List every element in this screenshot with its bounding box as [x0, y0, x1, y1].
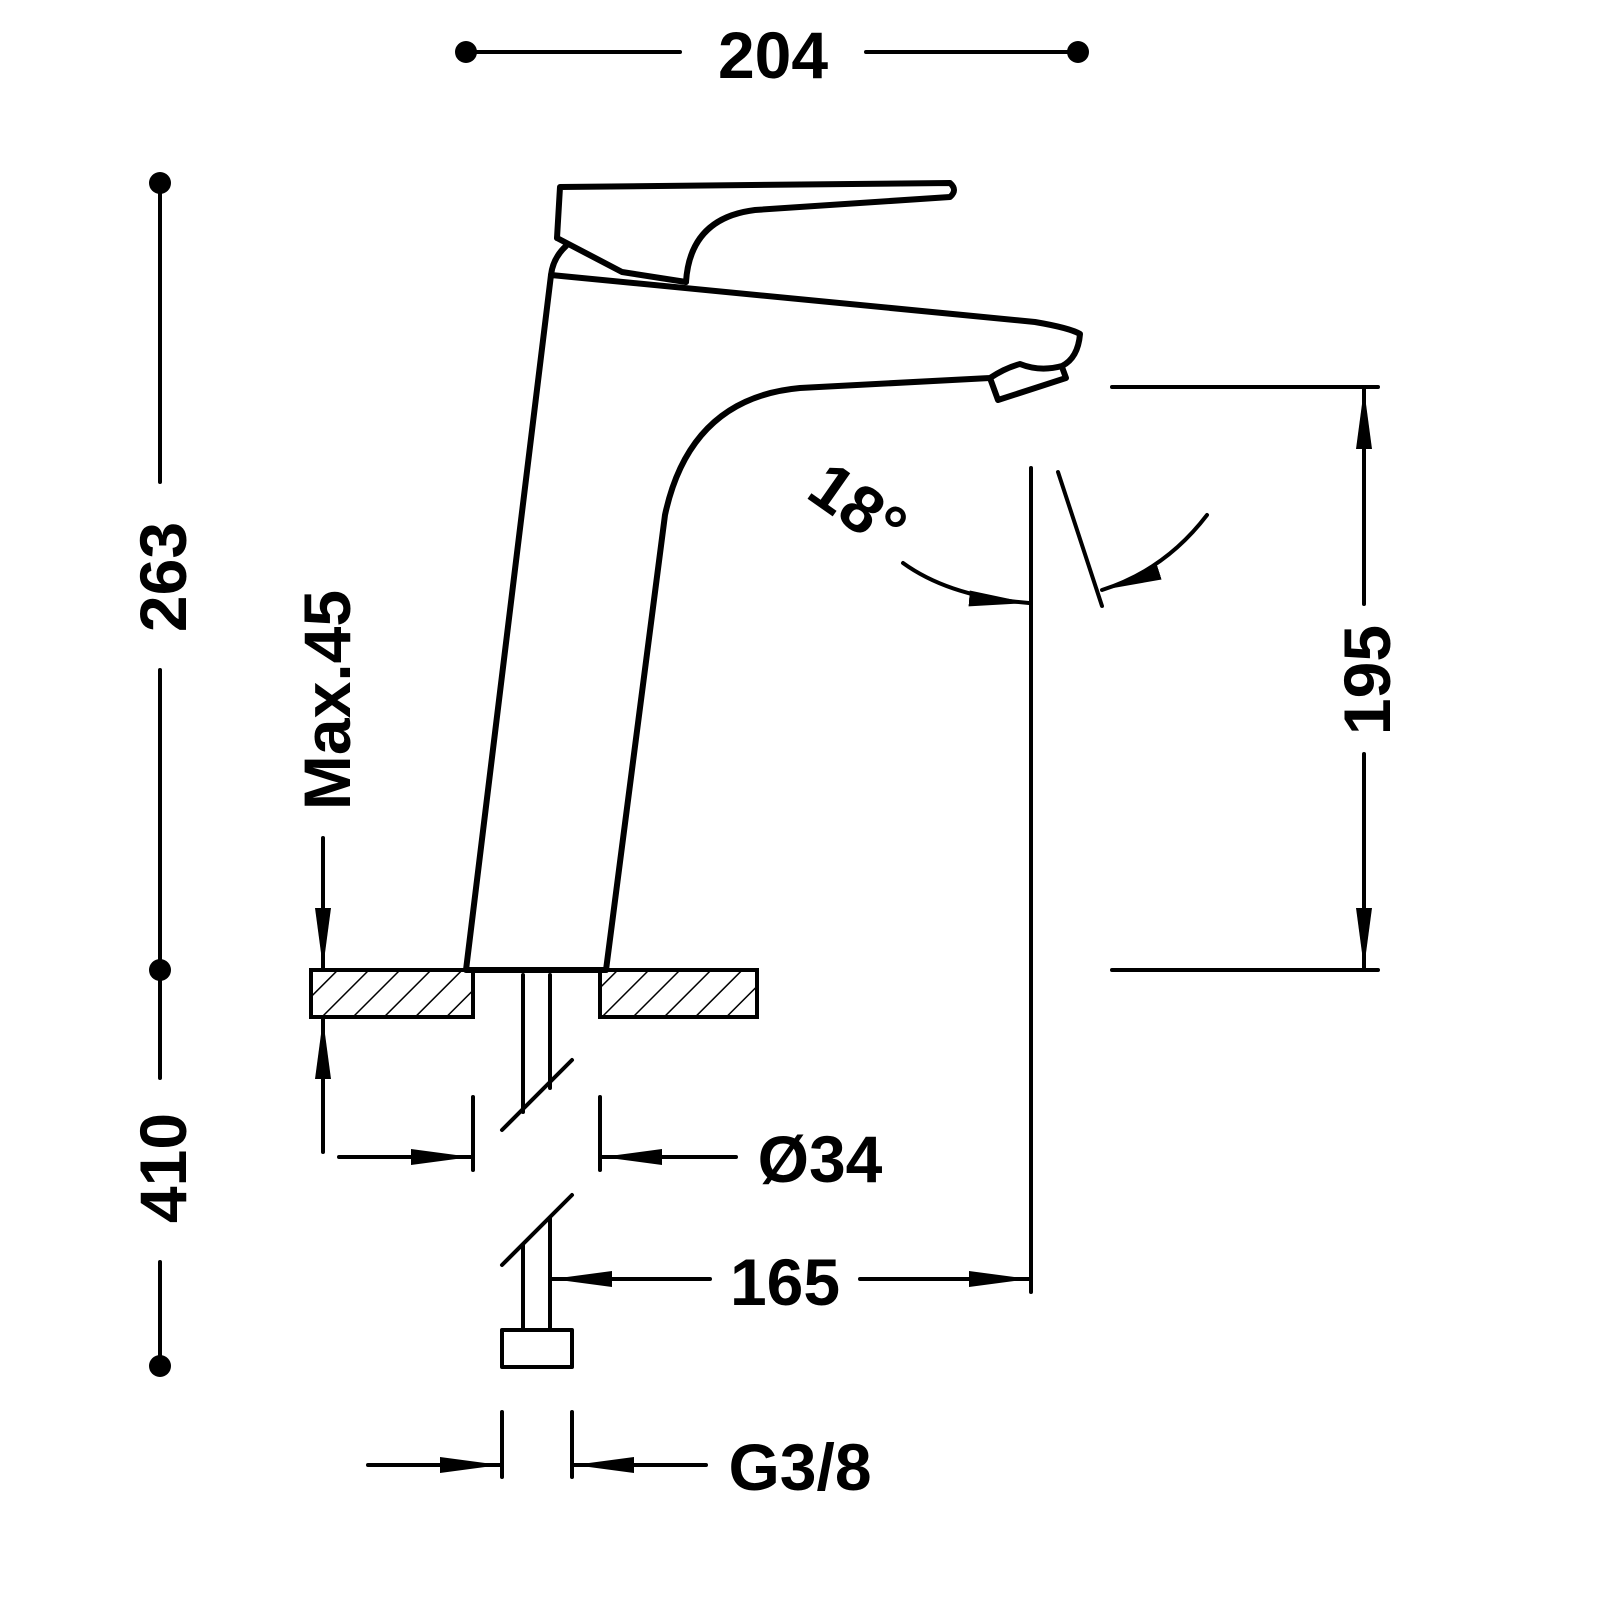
dim-label: 263 — [126, 522, 200, 632]
dim-label: G3/8 — [728, 1430, 871, 1504]
deck-left — [309, 968, 475, 1019]
faucet-outline — [463, 180, 1083, 973]
cartridge-arc — [548, 243, 569, 278]
dim-label: 165 — [730, 1245, 840, 1319]
dim-label: Max.45 — [290, 590, 364, 810]
lever-handle — [554, 180, 957, 285]
faucet-body — [463, 272, 1083, 973]
dim-angle-18: 18° — [796, 447, 1209, 608]
dim-width-204: 204 — [455, 18, 1089, 92]
dim-thread-g38: G3/8 — [366, 1410, 872, 1504]
dim-label: 195 — [1330, 625, 1404, 735]
aerator — [987, 364, 1069, 403]
dim-label: 204 — [718, 18, 828, 92]
connector-nut — [500, 1328, 574, 1369]
deck-right — [598, 968, 759, 1019]
dim-label: 18° — [796, 447, 920, 565]
dim-hole-34: Ø34 — [337, 1095, 883, 1196]
dim-height-263: 263 — [126, 172, 200, 981]
dim-reach-165: 165 — [550, 466, 1033, 1319]
deck-section — [309, 968, 759, 1019]
lever-base — [554, 235, 689, 285]
dim-label: 410 — [126, 1113, 200, 1223]
dim-spout-height-195: 195 — [1110, 385, 1404, 972]
dim-max-45: Max.45 — [290, 590, 364, 1154]
dim-label: Ø34 — [758, 1122, 883, 1196]
dim-hose-410: 410 — [126, 968, 200, 1377]
supply-hose — [500, 973, 574, 1369]
